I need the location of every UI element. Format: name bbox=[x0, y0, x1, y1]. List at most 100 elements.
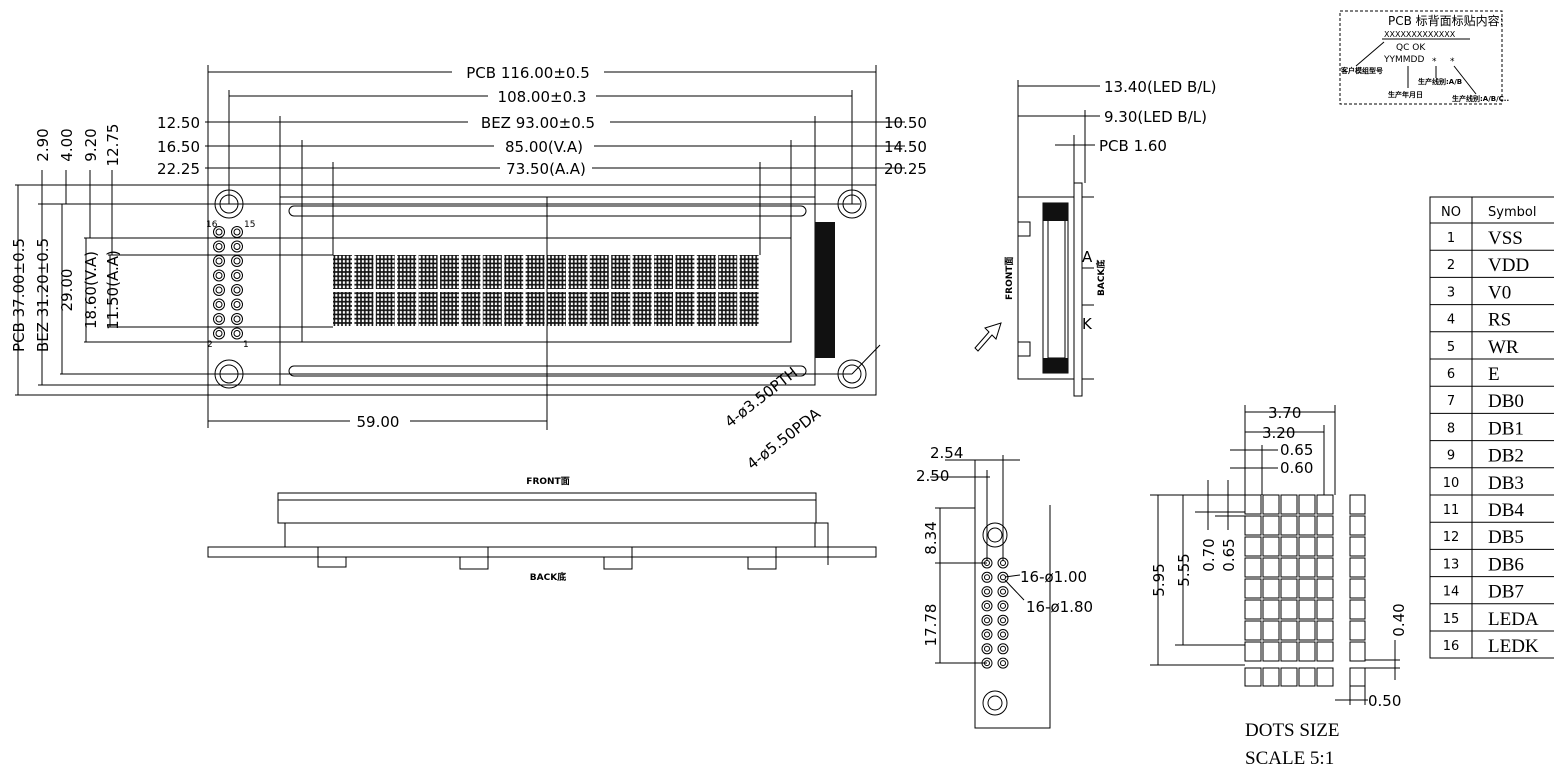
anode-label: A bbox=[1082, 248, 1093, 266]
label-line-abc: 生产线别:A/B/C.. bbox=[1452, 94, 1509, 103]
pin-pad bbox=[981, 643, 993, 655]
lcd-character-cell bbox=[482, 255, 502, 289]
backlight-connector bbox=[815, 222, 835, 358]
table-cell-no: 1 bbox=[1447, 231, 1455, 246]
pin-pad bbox=[231, 327, 243, 340]
pin-hole bbox=[1000, 560, 1006, 566]
pin-hole bbox=[233, 228, 241, 236]
dot bbox=[1244, 641, 1262, 662]
pin-hole bbox=[215, 330, 223, 337]
pcb-label-box: PCB 标背面标贴内容: XXXXXXXXXXXXX QC OK YYMMDD … bbox=[1339, 10, 1509, 105]
table-cell-symbol: WR bbox=[1488, 337, 1519, 358]
cursor-dot bbox=[1262, 667, 1280, 687]
dot bbox=[1316, 515, 1334, 536]
dots-scale: SCALE 5:1 bbox=[1245, 748, 1334, 769]
dot bbox=[1316, 494, 1334, 515]
label-star-1: * bbox=[1432, 57, 1437, 67]
lcd-character-cell bbox=[547, 292, 566, 326]
pin-pad bbox=[997, 629, 1009, 640]
dot bbox=[1262, 515, 1280, 536]
pcb-height-dim: PCB 37.00±0.5 bbox=[10, 238, 28, 352]
dot-spacer bbox=[1349, 515, 1366, 536]
dot bbox=[1298, 494, 1316, 515]
dot bbox=[1316, 536, 1334, 557]
pin-pad bbox=[231, 313, 243, 325]
pin-pad bbox=[997, 643, 1009, 655]
dot-spacer bbox=[1349, 536, 1366, 557]
lcd-character-cell bbox=[739, 292, 759, 326]
table-cell-no: 16 bbox=[1443, 639, 1460, 654]
pin-hole bbox=[984, 617, 990, 624]
lcd-character-cell bbox=[354, 255, 374, 289]
pcb-outline bbox=[207, 184, 877, 396]
lcd-character-cell bbox=[525, 292, 545, 326]
pin-pad bbox=[231, 269, 243, 282]
table-cell-symbol: RS bbox=[1488, 310, 1511, 331]
cursor-dot bbox=[1244, 667, 1262, 687]
pin-pad bbox=[231, 284, 243, 296]
pin-hole bbox=[233, 315, 241, 323]
pin-hole bbox=[233, 330, 241, 337]
pin-hole bbox=[233, 301, 241, 308]
lcd-character-cell bbox=[696, 255, 716, 289]
pin-offset-dim: 2.50 bbox=[916, 467, 949, 485]
dot bbox=[1280, 641, 1298, 662]
dot bbox=[1298, 578, 1316, 599]
table-cell-no: 4 bbox=[1447, 313, 1455, 328]
lcd-character-cell bbox=[440, 292, 459, 326]
pin-hole-large-dim: 16-ø1.80 bbox=[1026, 598, 1093, 616]
dot bbox=[1262, 641, 1280, 662]
hole-vertical-dim: 29.00 bbox=[58, 269, 76, 312]
pin-span-dim: 17.78 bbox=[922, 604, 940, 647]
right-va-dim: 14.50 bbox=[884, 138, 927, 156]
pin-pad bbox=[997, 614, 1009, 626]
dot-spacer bbox=[1349, 641, 1366, 662]
dot bbox=[1280, 536, 1298, 557]
dim-12-75: 12.75 bbox=[104, 124, 122, 167]
pin-pad bbox=[997, 600, 1009, 612]
char-height-dim: 5.95 bbox=[1150, 563, 1168, 596]
table-cell-no: 11 bbox=[1443, 503, 1460, 518]
dot bbox=[1298, 515, 1316, 536]
side-view: 13.40(LED B/L) 9.30(LED B/L) PCB 1.60 FR… bbox=[974, 78, 1217, 397]
right-aa-dim: 20.25 bbox=[884, 160, 927, 178]
left-aa-dim: 22.25 bbox=[157, 160, 200, 178]
cursor-dot bbox=[1280, 667, 1298, 687]
lcd-character-cell bbox=[568, 255, 588, 289]
pin-hole bbox=[233, 272, 241, 279]
table-header-no: NO bbox=[1441, 205, 1461, 220]
cursor-dot bbox=[1349, 667, 1366, 687]
lcd-character-cell bbox=[375, 292, 395, 326]
dot bbox=[1298, 620, 1316, 641]
dot bbox=[1280, 620, 1298, 641]
pin-pad bbox=[213, 269, 225, 282]
right-bez-dim: 10.50 bbox=[884, 114, 927, 132]
bottom-front-label: FRONT面 bbox=[526, 476, 569, 487]
lcd-character-cell bbox=[739, 255, 759, 289]
dot bbox=[1244, 620, 1262, 641]
lcd-character-cell bbox=[418, 255, 438, 289]
dot bbox=[1298, 599, 1316, 620]
dot bbox=[1244, 536, 1262, 557]
cursor-dot bbox=[1316, 667, 1334, 687]
dot bbox=[1262, 578, 1280, 599]
dot bbox=[1244, 557, 1262, 578]
pin-pad bbox=[997, 586, 1009, 598]
dot-spacer bbox=[1349, 599, 1366, 620]
pin-pad bbox=[231, 298, 243, 311]
aa-height-dim: 11.50(A.A) bbox=[104, 250, 122, 330]
lcd-character-cell bbox=[589, 255, 609, 289]
label-date-caption: 生产年月日 bbox=[1388, 90, 1423, 99]
table-cell-no: 9 bbox=[1447, 449, 1455, 464]
dot bbox=[1280, 599, 1298, 620]
pin-hole-small-dim: 16-ø1.00 bbox=[1020, 568, 1087, 586]
table-cell-symbol: DB0 bbox=[1488, 391, 1524, 412]
dot bbox=[1316, 578, 1334, 599]
pin16-label: 16 bbox=[206, 220, 218, 230]
cathode-label: K bbox=[1082, 315, 1093, 333]
table-cell-no: 7 bbox=[1447, 394, 1455, 409]
cursor-gap-dim: 0.40 bbox=[1390, 603, 1408, 636]
left-va-dim: 16.50 bbox=[157, 138, 200, 156]
pin-hole bbox=[984, 631, 990, 638]
dot-spacer bbox=[1349, 578, 1366, 599]
